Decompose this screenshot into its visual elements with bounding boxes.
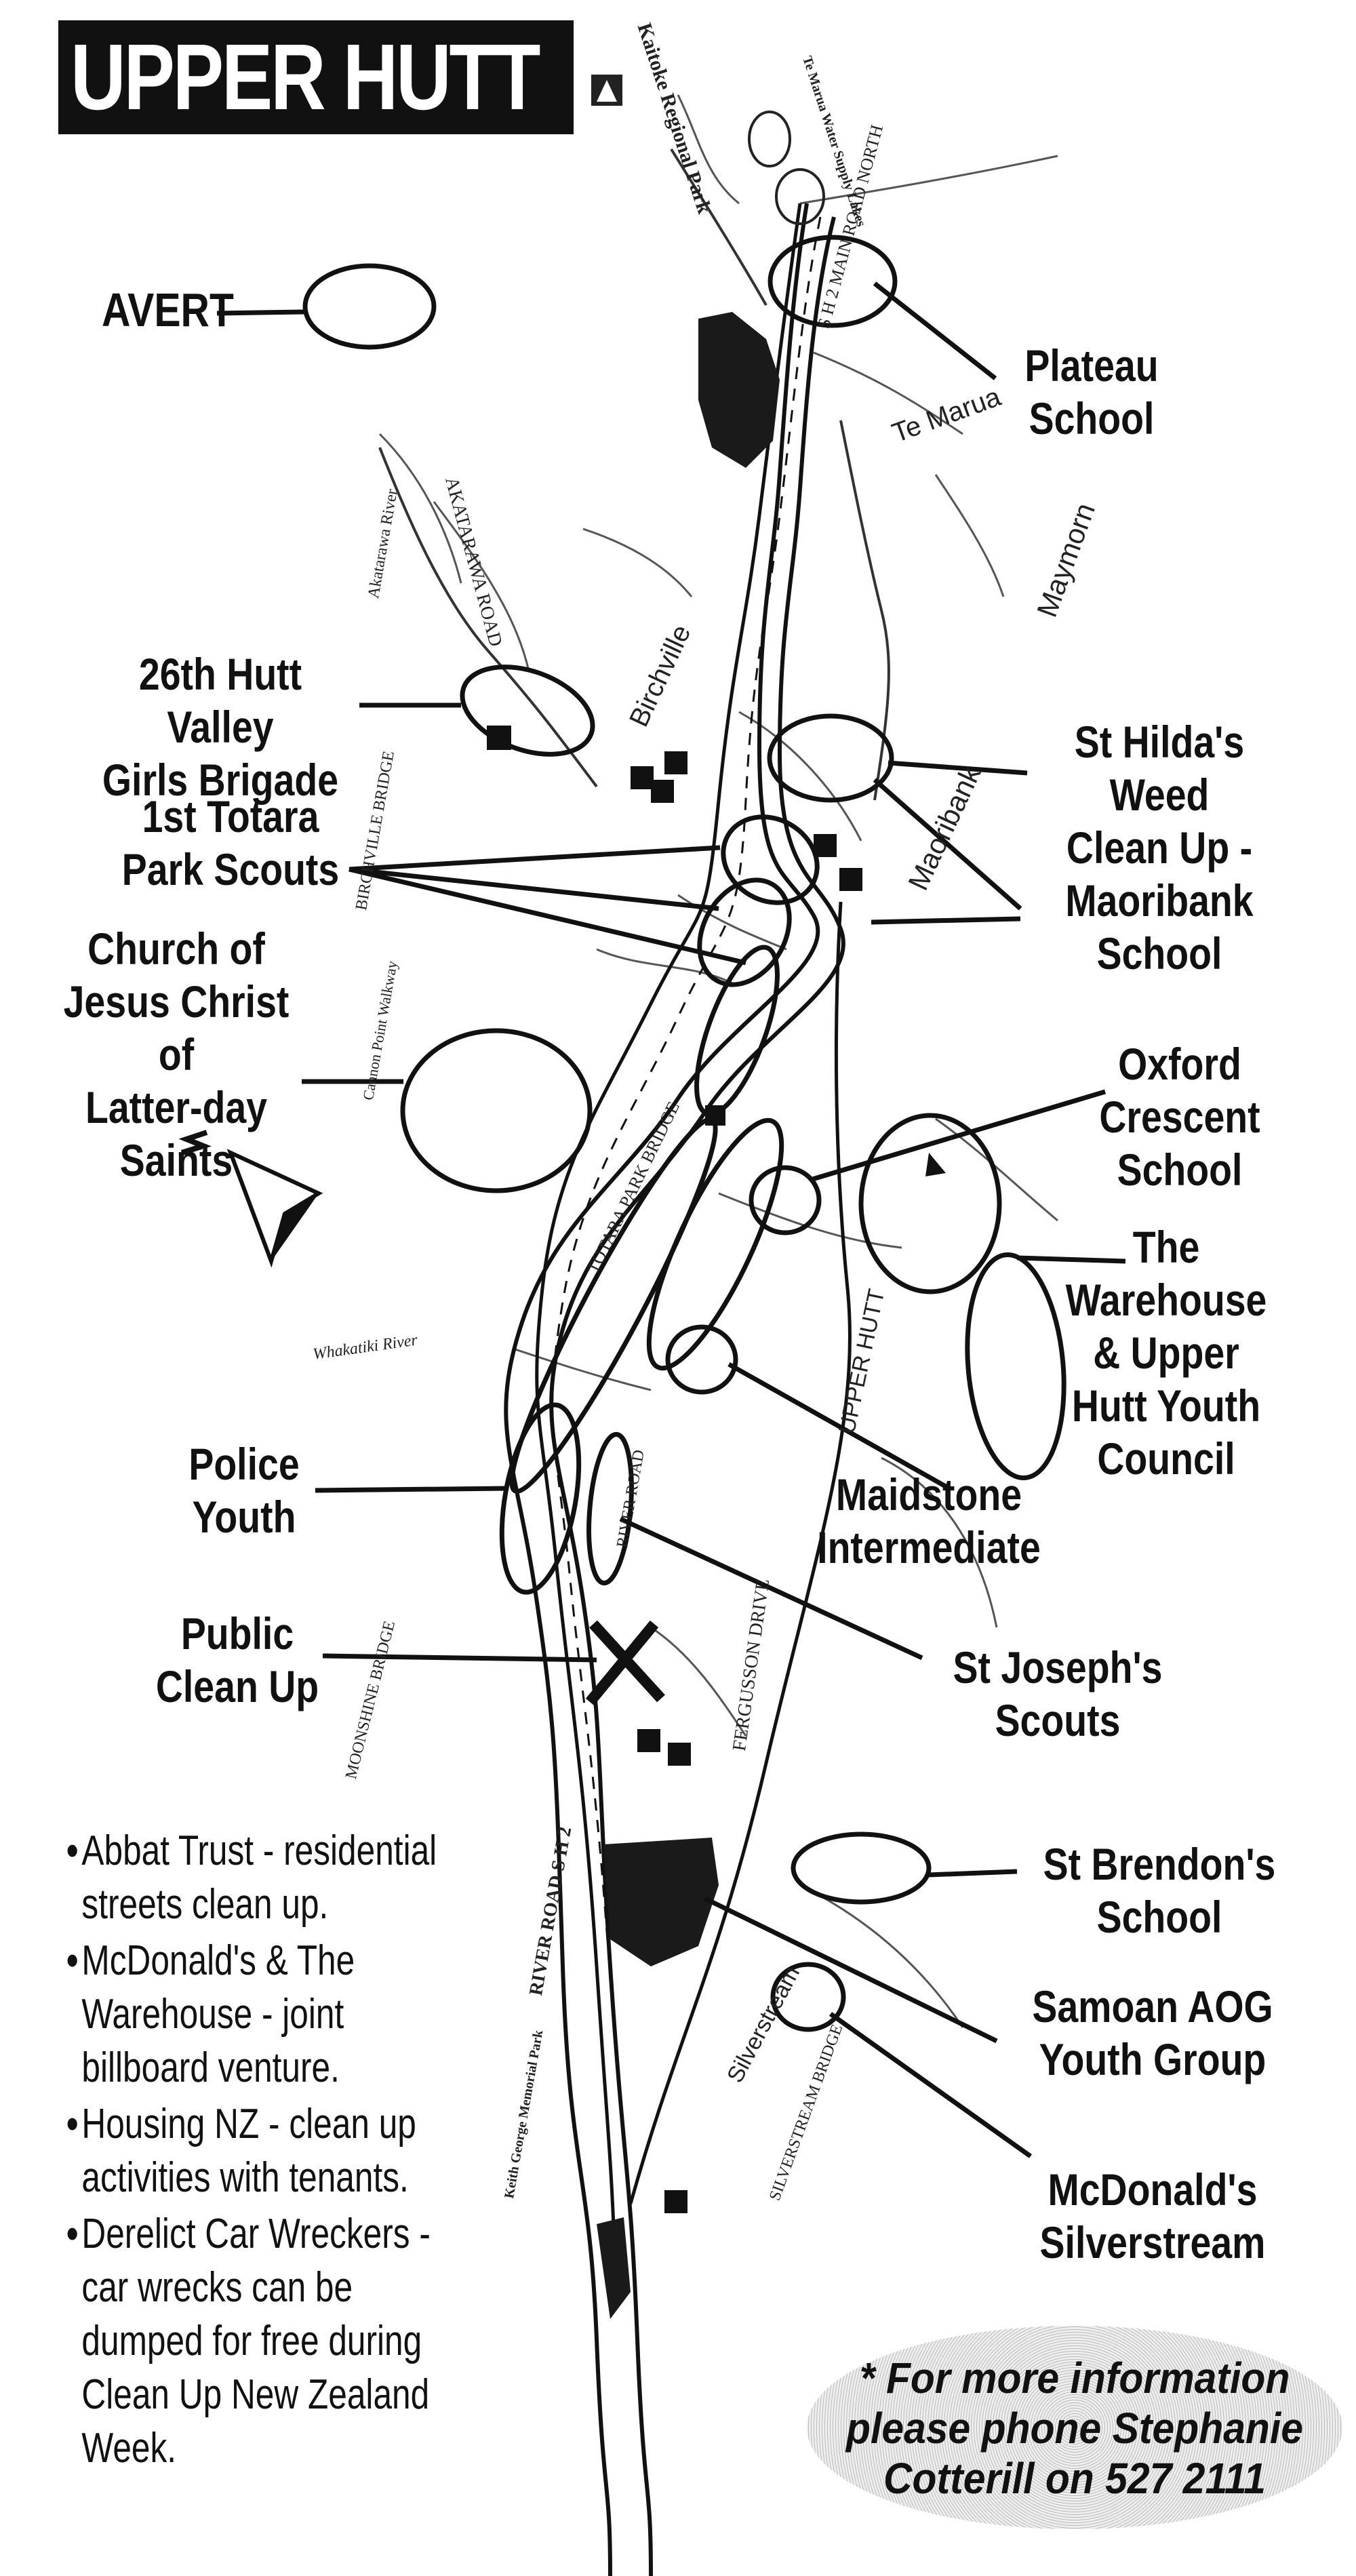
list-item: •McDonald's & The Warehouse - joint bill… — [66, 1937, 355, 2091]
public-clean-up-label: Public Clean Up — [155, 1608, 319, 1711]
facility-icons — [487, 726, 862, 2213]
te-marua-lakes — [748, 111, 825, 225]
police-youth-label: Police Youth — [188, 1439, 300, 1542]
contact-info: * For more information please phone Step… — [845, 2354, 1304, 2503]
page-title: UPPER HUTT — [71, 25, 540, 130]
st-brendon-label: St Brendon's School — [1043, 1839, 1276, 1942]
park-icon — [591, 75, 622, 106]
rivers — [378, 148, 890, 801]
list-item: •Housing NZ - clean up activities with t… — [66, 2101, 416, 2201]
samoan-aog-label: Samoan AOG Youth Group — [1032, 1981, 1273, 2084]
activities-list: •Abbat Trust - residential streets clean… — [66, 1824, 479, 2478]
hutt-valley-girls-brigade-label: 26th Hutt Valley Girls Brigade — [102, 649, 339, 805]
list-item: •Abbat Trust - residential streets clean… — [66, 1827, 437, 1928]
oxford-crescent-label: Oxford Crescent School — [1099, 1039, 1260, 1195]
reserve-areas — [597, 312, 780, 2319]
info-bubble — [807, 2326, 1342, 2529]
leader-lines — [216, 281, 1126, 2158]
list-item: •Derelict Car Wreckers - car wrecks can … — [66, 2211, 431, 2472]
church-label: Church of Jesus Christ of Latter-day Sai… — [63, 924, 290, 1185]
maidstone-label: Maidstone Intermediate — [817, 1469, 1041, 1572]
north-arrow-icon — [178, 1130, 323, 1268]
st-hilda-label: St Hilda's Weed Clean Up - Maoribank Sch… — [1065, 717, 1254, 978]
activity-areas — [302, 235, 1066, 2032]
public-clean-up-mark — [585, 1620, 665, 1706]
hutt-river — [504, 203, 845, 2576]
plateau-school-label: Plateau School — [1024, 340, 1159, 443]
avert-label: AVERT — [102, 283, 234, 336]
st-joseph-label: St Joseph's Scouts — [953, 1642, 1163, 1745]
warehouse-youth-label: The Warehouse & Upper Hutt Youth Council — [1065, 1222, 1267, 1484]
totara-park-scouts-label: 1st Totara Park Scouts — [121, 791, 340, 894]
state-highway-2 — [535, 203, 852, 2306]
title-banner — [58, 20, 574, 134]
mcdonalds-silverstream-label: McDonald's Silverstream — [1039, 2164, 1266, 2267]
